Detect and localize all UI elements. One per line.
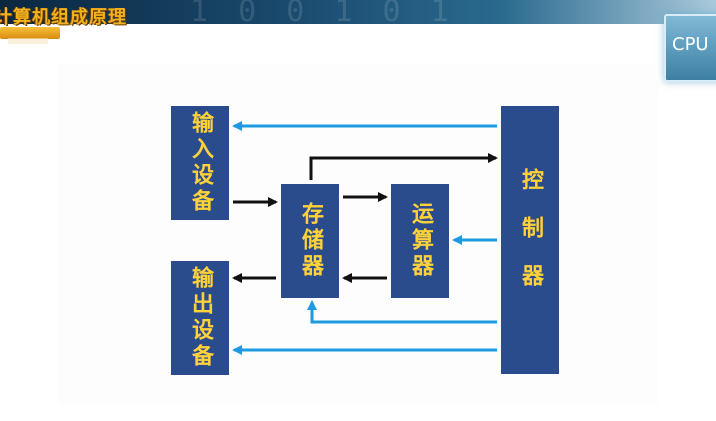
course-logo: 计算机组成原理 <box>0 7 127 28</box>
input-device-label: 输入设备 <box>188 111 213 215</box>
output-device-box: 输出设备 <box>171 261 229 375</box>
output-device-label: 输出设备 <box>188 266 213 370</box>
cpu-chip-icon: CPU <box>664 14 716 82</box>
top-banner: 1 0 0 1 0 1 <box>0 0 716 24</box>
logo-bar <box>0 27 60 39</box>
control-unit-box: 控制器 <box>501 106 559 374</box>
memory-label: 存储器 <box>298 202 323 280</box>
memory-box: 存储器 <box>281 184 339 298</box>
cpu-label: CPU <box>672 34 709 55</box>
arrow-memory-to-control <box>309 153 498 180</box>
alu-label: 运算器 <box>408 202 433 280</box>
alu-box: 运算器 <box>391 184 449 298</box>
logo-subtitle-decoration <box>8 38 48 44</box>
input-device-box: 输入设备 <box>171 106 229 220</box>
arrow-control-to-memory <box>307 300 497 324</box>
cpu-decoration: CPU <box>606 0 716 110</box>
banner-binary-decoration: 1 0 0 1 0 1 <box>190 0 455 24</box>
control-unit-label: 控制器 <box>518 168 543 312</box>
